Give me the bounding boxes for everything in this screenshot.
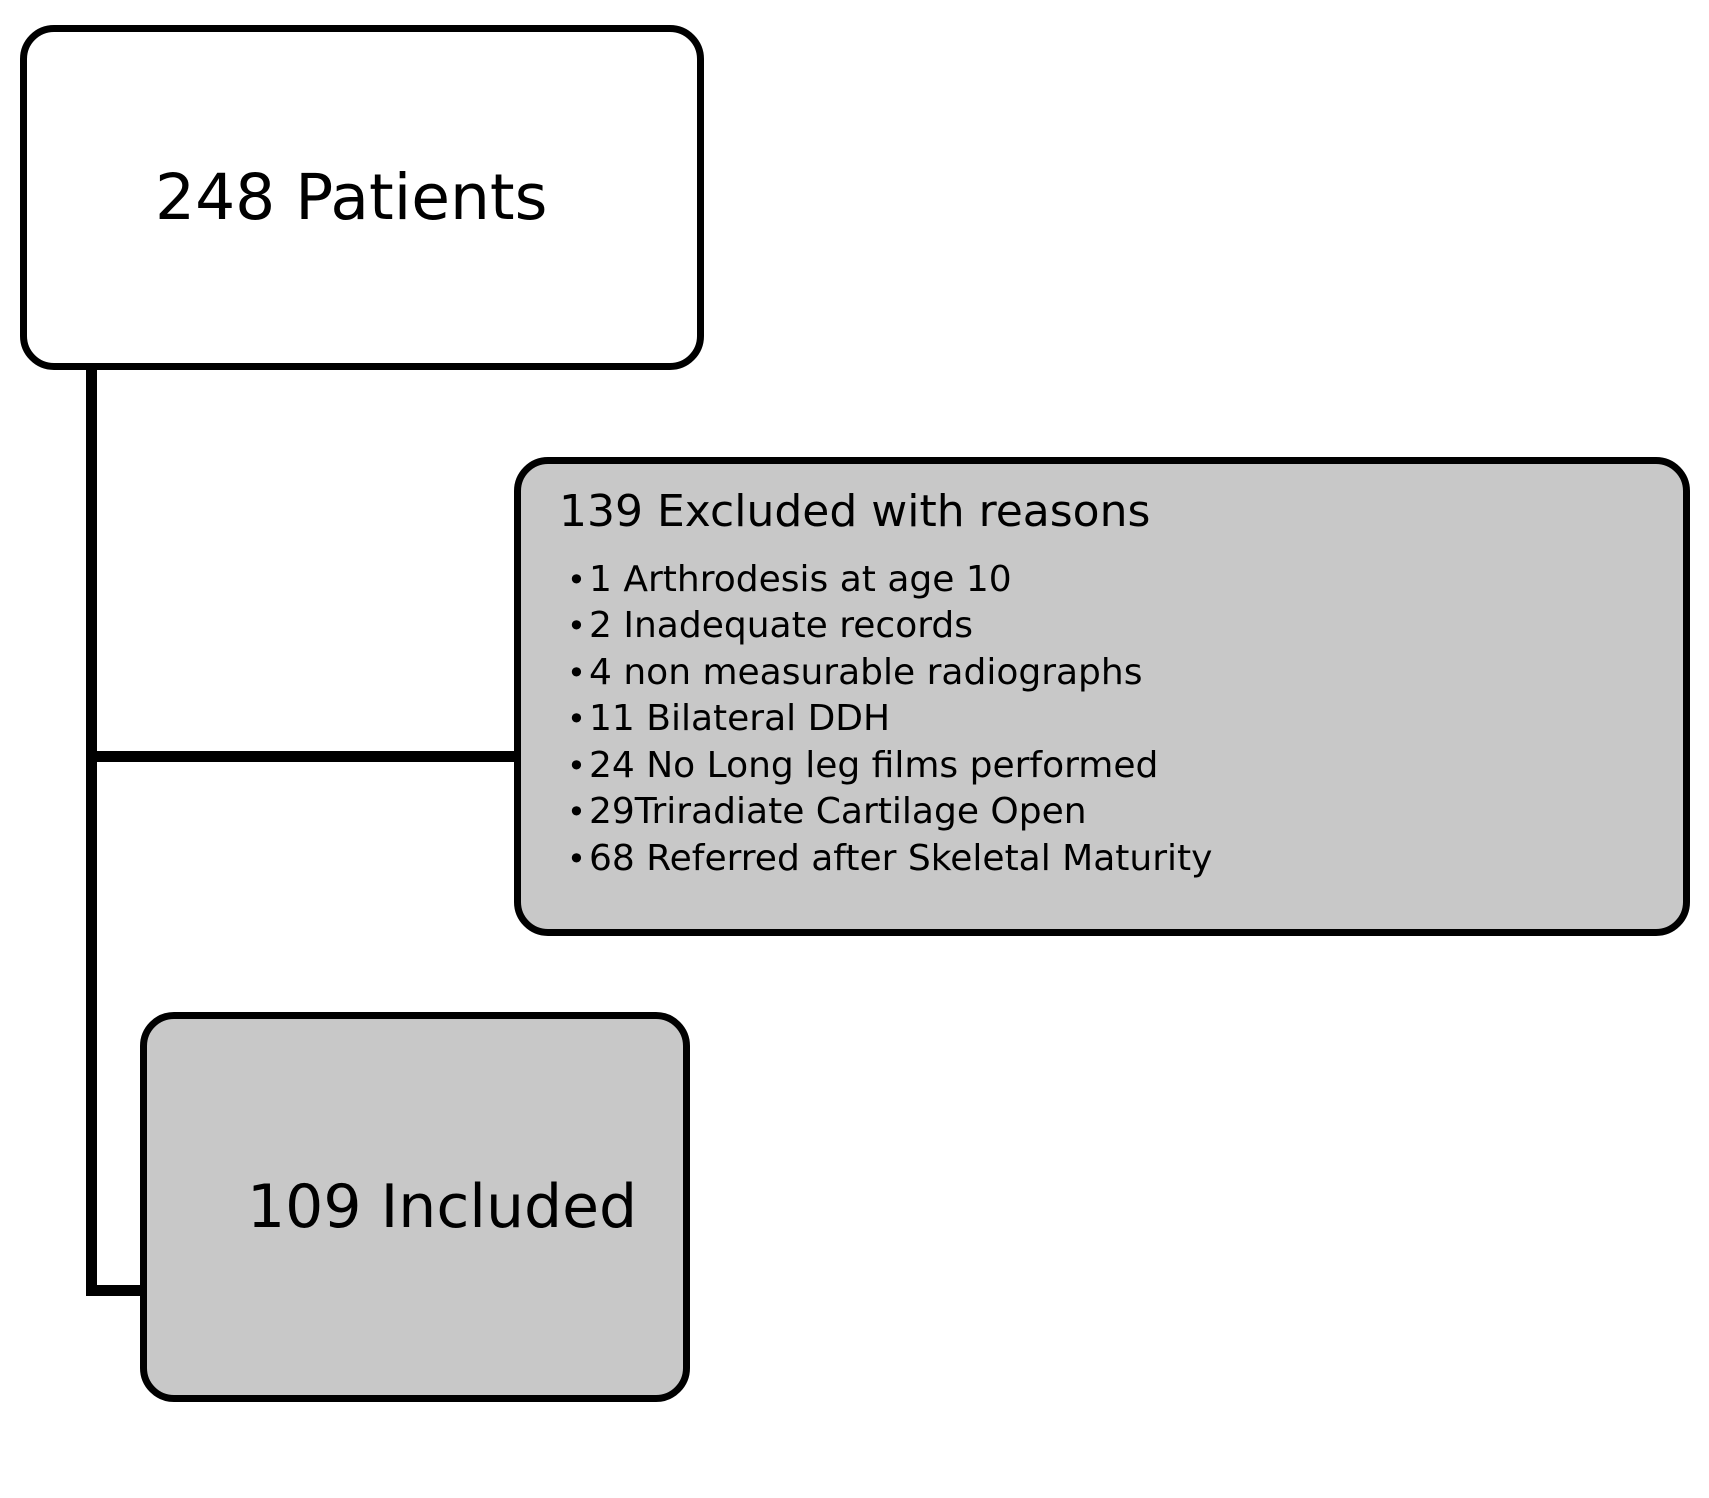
included-patients-label: 109 Included [247,1172,638,1242]
node-total-patients: 248 Patients [20,25,704,370]
exclusion-reason-text: 68 Referred after Skeletal Maturity [589,837,1213,879]
exclusion-reason-item: •11 Bilateral DDH [567,696,1653,742]
exclusion-reason-list: •1 Arthrodesis at age 10 •2 Inadequate r… [551,557,1653,882]
node-excluded-with-reasons: 139 Excluded with reasons •1 Arthrodesis… [514,457,1690,936]
bullet-icon: • [567,700,586,739]
exclusion-reason-item: •2 Inadequate records [567,603,1653,649]
connector-to-excluded-box [86,751,576,762]
bullet-icon: • [567,561,586,599]
exclusion-reason-text: 29Triradiate Cartilage Open [589,791,1087,833]
bullet-icon: • [567,793,586,832]
exclusion-reason-item: •29Triradiate Cartilage Open [567,789,1653,835]
bullet-icon: • [567,746,586,785]
exclusion-reason-item: •68 Referred after Skeletal Maturity [567,836,1653,882]
total-patients-label: 248 Patients [155,161,548,234]
exclusion-reason-item: •4 non measurable radiographs [567,650,1653,696]
bullet-icon: • [567,839,586,878]
connector-to-included-box [86,1285,166,1296]
node-included-patients: 109 Included [140,1012,690,1402]
exclusion-reason-item: •1 Arthrodesis at age 10 [567,557,1653,603]
exclusion-reason-text: 24 No Long leg films performed [589,744,1159,786]
bullet-icon: • [567,653,586,692]
exclusion-reason-text: 2 Inadequate records [589,605,974,647]
exclusion-reason-text: 1 Arthrodesis at age 10 [589,559,1012,600]
exclusion-reason-text: 4 non measurable radiographs [589,651,1143,693]
excluded-heading: 139 Excluded with reasons [559,486,1151,537]
connector-vertical-trunk [86,368,97,1296]
exclusion-reason-item: •24 No Long leg films performed [567,743,1653,789]
exclusion-reason-text: 11 Bilateral DDH [589,698,891,740]
bullet-icon: • [567,607,586,646]
